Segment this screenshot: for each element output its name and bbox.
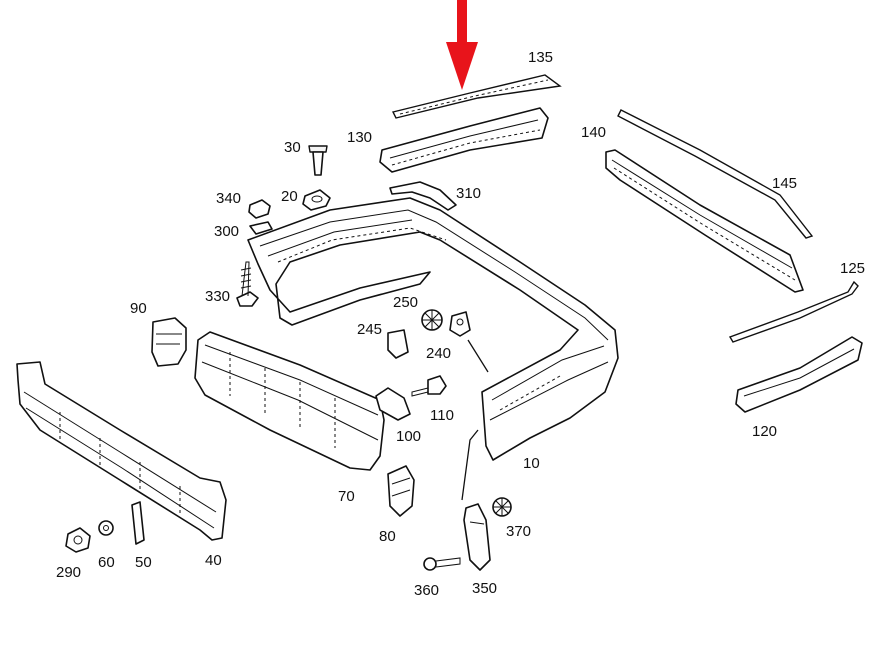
label-100: 100 bbox=[396, 428, 421, 445]
label-30: 30 bbox=[284, 139, 301, 156]
part-100-bracket[interactable] bbox=[375, 387, 411, 421]
part-250-washer[interactable] bbox=[421, 309, 443, 331]
label-330: 330 bbox=[205, 288, 230, 305]
label-310: 310 bbox=[456, 185, 481, 202]
part-140-side-trim[interactable] bbox=[605, 149, 804, 293]
label-250: 250 bbox=[393, 294, 418, 311]
label-50: 50 bbox=[135, 554, 152, 571]
label-130: 130 bbox=[347, 129, 372, 146]
part-90-bracket[interactable] bbox=[151, 317, 187, 367]
label-125: 125 bbox=[840, 260, 865, 277]
label-90: 90 bbox=[130, 300, 147, 317]
label-120: 120 bbox=[752, 423, 777, 440]
highlight-arrow-icon bbox=[446, 0, 478, 90]
label-60: 60 bbox=[98, 554, 115, 571]
part-145-trim-strip[interactable] bbox=[617, 109, 814, 239]
label-350: 350 bbox=[472, 580, 497, 597]
part-290-nut[interactable] bbox=[65, 527, 91, 553]
part-340-clip[interactable] bbox=[248, 199, 271, 219]
part-50-clip[interactable] bbox=[131, 501, 145, 545]
label-80: 80 bbox=[379, 528, 396, 545]
label-20: 20 bbox=[281, 188, 298, 205]
part-240-bracket[interactable] bbox=[449, 311, 471, 337]
label-360: 360 bbox=[414, 582, 439, 599]
part-125-trim-strip[interactable] bbox=[728, 280, 859, 343]
label-245: 245 bbox=[357, 321, 382, 338]
part-10-bumper-cover[interactable] bbox=[247, 197, 619, 461]
part-120-corner-trim[interactable] bbox=[735, 336, 863, 413]
part-370-washer[interactable] bbox=[492, 497, 512, 517]
part-60-washer[interactable] bbox=[98, 520, 114, 536]
part-labels: 135 130 140 145 125 120 310 30 20 340 30… bbox=[56, 49, 865, 599]
label-145: 145 bbox=[772, 175, 797, 192]
label-10: 10 bbox=[523, 455, 540, 472]
part-130-trim-panel[interactable] bbox=[379, 107, 549, 173]
part-110-bolt[interactable] bbox=[411, 375, 447, 397]
part-360-bolt[interactable] bbox=[423, 557, 461, 571]
part-330-screw[interactable] bbox=[236, 261, 259, 307]
part-40-carrier[interactable] bbox=[16, 361, 227, 541]
part-350-bracket[interactable] bbox=[463, 503, 491, 571]
label-40: 40 bbox=[205, 552, 222, 569]
leader-lines bbox=[461, 339, 489, 501]
part-80-bracket[interactable] bbox=[387, 465, 415, 517]
part-300-clip[interactable] bbox=[249, 221, 273, 235]
label-135: 135 bbox=[528, 49, 553, 66]
label-110: 110 bbox=[430, 407, 454, 424]
label-70: 70 bbox=[338, 488, 355, 505]
label-140: 140 bbox=[581, 124, 606, 141]
label-340: 340 bbox=[216, 190, 241, 207]
part-20-nut[interactable] bbox=[302, 189, 331, 211]
part-70-absorber[interactable] bbox=[194, 331, 385, 471]
label-300: 300 bbox=[214, 223, 239, 240]
label-240: 240 bbox=[426, 345, 451, 362]
part-245-clip[interactable] bbox=[387, 329, 409, 359]
label-290: 290 bbox=[56, 564, 81, 581]
part-310-trim[interactable] bbox=[389, 181, 457, 211]
label-370: 370 bbox=[506, 523, 531, 540]
part-135-trim-strip[interactable] bbox=[391, 74, 562, 119]
part-30-pin[interactable] bbox=[308, 145, 328, 176]
